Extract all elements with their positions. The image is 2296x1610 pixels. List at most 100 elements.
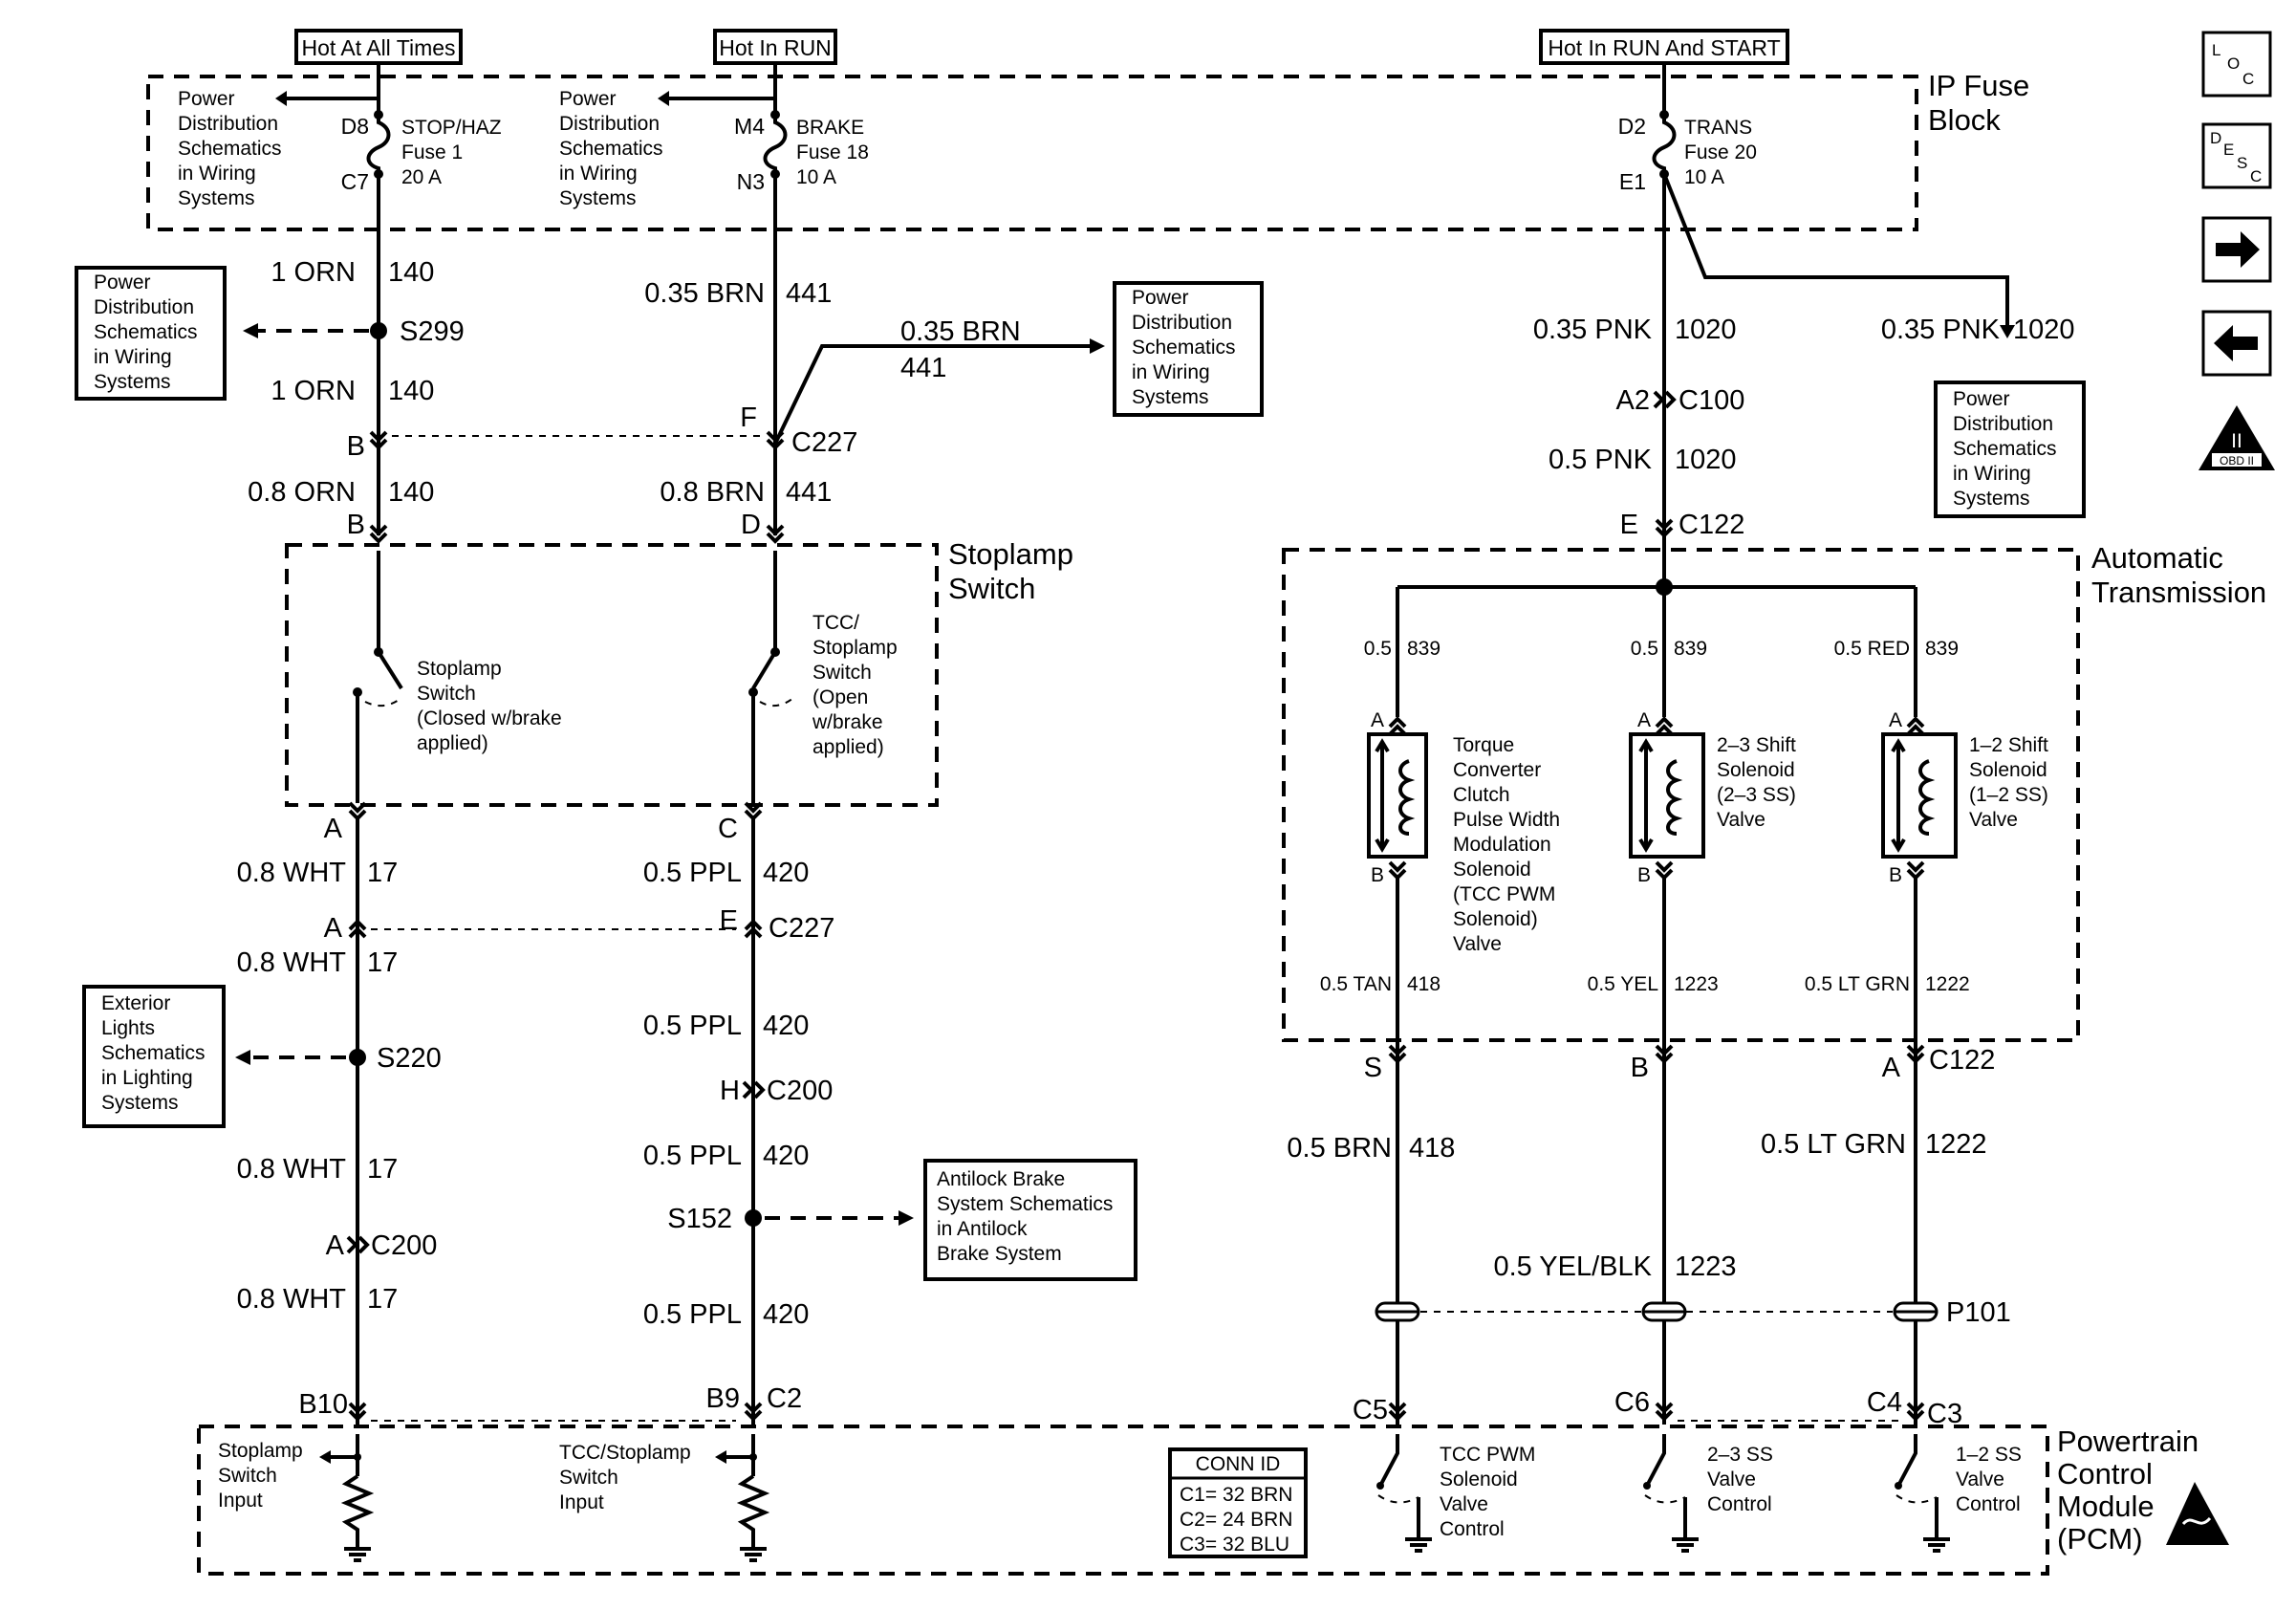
fuse-18-name: BRAKE — [796, 117, 864, 139]
obd-ii-icon[interactable]: II OBD II — [2199, 405, 2275, 470]
wire-1-circuit: 140 — [388, 257, 434, 288]
svg-text:in Wiring: in Wiring — [94, 346, 172, 368]
fuse-1-name: STOP/HAZ — [401, 117, 502, 139]
svg-text:Solenoid: Solenoid — [1717, 759, 1795, 781]
svg-text:B: B — [1371, 864, 1384, 886]
c200-label: C200 — [371, 1230, 437, 1261]
conn-id-table: CONN ID C1= 32 BRN C2= 24 BRN C3= 32 BLU — [1168, 1447, 1308, 1558]
c122-pin-a: A — [1882, 1053, 1901, 1083]
svg-text:II: II — [2231, 430, 2242, 452]
svg-text:OBD II: OBD II — [2220, 454, 2254, 468]
wire-8-circuit: 17 — [367, 947, 398, 978]
wire-10-size: 0.8 WHT — [237, 1284, 347, 1315]
c227-label-2: C227 — [769, 913, 834, 944]
svg-text:Valve: Valve — [1707, 1469, 1756, 1490]
c200-pin-h: H — [720, 1076, 740, 1106]
svg-text:B: B — [1637, 864, 1651, 886]
svg-text:w/brake: w/brake — [812, 711, 883, 733]
arrow-left-icon — [275, 91, 287, 106]
wire-20-size: 0.5 RED — [1834, 638, 1910, 660]
pcm-pin-c5: C5 — [1353, 1395, 1388, 1425]
svg-text:Switch: Switch — [812, 662, 872, 684]
wire-18-circuit: 839 — [1407, 638, 1440, 660]
svg-text:in Wiring: in Wiring — [559, 163, 638, 185]
wire-7-size: 0.8 WHT — [237, 858, 347, 888]
svg-text:TCC PWM: TCC PWM — [1440, 1444, 1535, 1466]
hot-run-start-text: Hot In RUN And START — [1548, 35, 1780, 60]
svg-text:Valve: Valve — [1717, 809, 1765, 831]
svg-text:Control: Control — [1440, 1518, 1505, 1540]
fuse-1-top-pin: D8 — [341, 114, 369, 139]
svg-text:Solenoid: Solenoid — [1440, 1469, 1518, 1490]
svg-text:Distribution: Distribution — [94, 296, 194, 318]
loc-button[interactable]: L O C — [2201, 31, 2272, 98]
svg-text:1–2 SS: 1–2 SS — [1956, 1444, 2022, 1466]
c227-pin-a: A — [324, 913, 343, 944]
hot-always-label: Hot At All Times — [294, 29, 463, 65]
wire-1-size: 1 ORN — [271, 257, 356, 288]
c100-pin-a2: A2 — [1616, 385, 1650, 416]
svg-text:in Wiring: in Wiring — [178, 163, 256, 185]
pcm-pin-c6: C6 — [1614, 1387, 1650, 1418]
s152-label: S152 — [667, 1204, 732, 1234]
svg-text:applied): applied) — [812, 736, 884, 758]
wire-15-circuit: 1020 — [1675, 315, 1737, 345]
fuse-18-top-pin: M4 — [734, 114, 765, 139]
inline-connector-p101-1 — [1375, 1301, 1420, 1322]
svg-text:Systems: Systems — [101, 1092, 179, 1114]
c122-label: C122 — [1679, 510, 1744, 540]
splice-s299 — [370, 322, 387, 339]
svg-text:Converter: Converter — [1453, 759, 1541, 781]
svg-text:Switch: Switch — [218, 1465, 277, 1487]
wire-5-circuit: 441 — [900, 353, 946, 383]
transmission-label: Automatic — [2091, 541, 2223, 575]
stoplamp-pin-c: C — [718, 814, 738, 844]
hot-run-start-label: Hot In RUN And START — [1539, 29, 1789, 65]
tcc-pwm-solenoid: A B Torque Converter Clutch Pulse Width … — [1367, 709, 1560, 955]
splice-s152 — [745, 1209, 762, 1227]
ref-power-dist-4: Power Distribution Schematics in Wiring … — [1132, 287, 1236, 408]
fuse-18-brake: M4 N3 BRAKE Fuse 18 10 A — [734, 110, 869, 194]
svg-text:2–3 SS: 2–3 SS — [1707, 1444, 1773, 1466]
desc-button[interactable]: D E S C — [2201, 122, 2272, 189]
shift-solenoid-1-2: A B 1–2 Shift Solenoid (1–2 SS) Valve — [1881, 709, 2048, 886]
next-page-button[interactable] — [2201, 216, 2272, 283]
pcm-tcc-pwm-control: TCC PWM Solenoid Valve Control — [1376, 1434, 1535, 1553]
c227-pin-e: E — [720, 905, 738, 936]
fuse-20-bottom-pin: E1 — [1619, 169, 1646, 194]
svg-text:Distribution: Distribution — [1132, 312, 1232, 334]
svg-text:Distribution: Distribution — [559, 113, 660, 135]
wire-26-size: 0.5 LT GRN — [1761, 1129, 1906, 1160]
svg-text:2–3 Shift: 2–3 Shift — [1717, 734, 1796, 756]
svg-text:Power: Power — [1132, 287, 1189, 309]
ref-exterior-lights: Exterior Lights Schematics in Lighting S… — [101, 992, 206, 1114]
connector-stoplamp-a — [348, 801, 367, 820]
pcm-2-3-ss-control: 2–3 SS Valve Control — [1643, 1434, 1773, 1553]
svg-text:Systems: Systems — [178, 187, 255, 209]
pcm-outline — [197, 1425, 2049, 1576]
svg-text:Systems: Systems — [94, 371, 171, 393]
wire-2-size: 1 ORN — [271, 376, 356, 406]
svg-text:Control: Control — [2057, 1457, 2153, 1490]
wire-14-circuit: 420 — [763, 1299, 809, 1330]
esd-warning-icon — [2166, 1482, 2229, 1545]
wire-21-size: 0.5 TAN — [1320, 973, 1392, 995]
c200-pin-a: A — [326, 1230, 345, 1261]
wire-8-size: 0.8 WHT — [237, 947, 347, 978]
wire-16-circuit: 1020 — [2013, 315, 2075, 345]
svg-text:Distribution: Distribution — [178, 113, 278, 135]
svg-text:Valve: Valve — [1969, 809, 2018, 831]
svg-text:Control: Control — [1707, 1493, 1772, 1515]
stoplamp-pin-a: A — [324, 814, 343, 844]
svg-text:D: D — [2210, 129, 2221, 147]
hot-run-label: Hot In RUN — [713, 29, 837, 65]
svg-text:Lights: Lights — [101, 1017, 155, 1039]
pcm-pin-b9: B9 — [706, 1383, 740, 1414]
svg-text:1–2 Shift: 1–2 Shift — [1969, 734, 2048, 756]
previous-page-button[interactable] — [2201, 310, 2272, 377]
fuse-1-rating: 20 A — [401, 166, 442, 188]
svg-text:Pulse Width: Pulse Width — [1453, 809, 1560, 831]
svg-text:C2= 24 BRN: C2= 24 BRN — [1180, 1509, 1292, 1531]
svg-text:Schematics: Schematics — [178, 138, 282, 160]
wire-19-size: 0.5 — [1631, 638, 1658, 660]
